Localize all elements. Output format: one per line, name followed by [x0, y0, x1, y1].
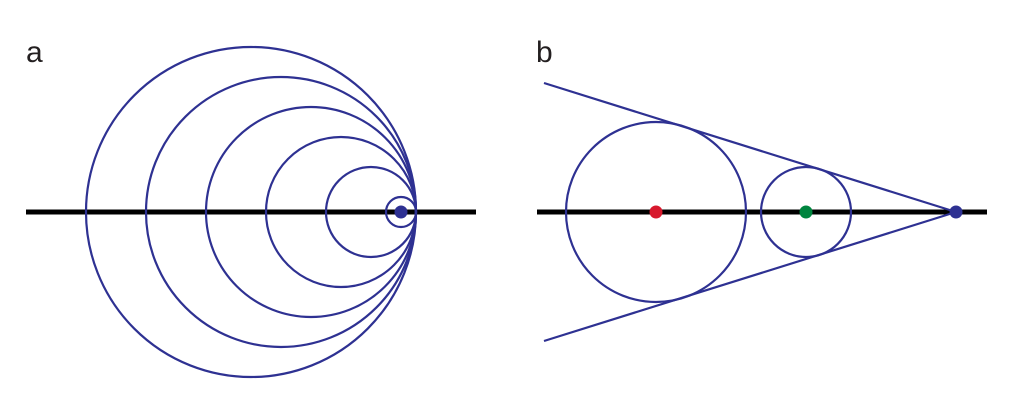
panel-b-large-circle: [564, 120, 748, 304]
panel-b-green-point: [799, 205, 813, 219]
panel-a-circle-6: [384, 195, 418, 229]
panel-b: [537, 81, 987, 343]
panel-b-blue-point: [949, 205, 963, 219]
panel-b-label: b: [536, 36, 553, 69]
panel-b-lower-tangent: [543, 210, 957, 343]
panel-a-point: [394, 205, 408, 219]
panel-a-label: a: [26, 36, 43, 69]
panel-b-upper-tangent: [543, 81, 957, 214]
panel-b-small-circle: [759, 165, 853, 259]
panel-a: [26, 45, 476, 379]
panel-b-red-point: [649, 205, 663, 219]
